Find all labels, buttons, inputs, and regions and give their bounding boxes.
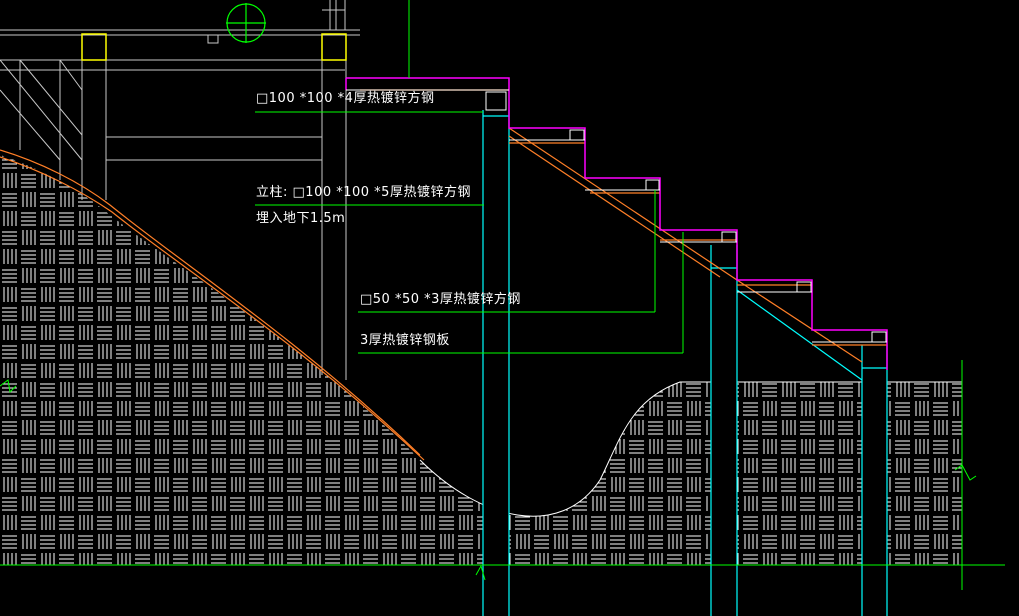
step-outlines bbox=[345, 77, 888, 370]
label-post-spec: 立柱: □100 *100 *5厚热镀锌方钢 bbox=[256, 185, 471, 200]
building-frame bbox=[0, 0, 360, 380]
label-small-tube: □50 *50 *3厚热镀锌方钢 bbox=[360, 292, 521, 307]
earth-fill bbox=[0, 155, 962, 565]
stringers bbox=[0, 89, 887, 461]
green-circle-marker bbox=[226, 3, 266, 43]
post-gaps bbox=[483, 380, 887, 570]
label-top-tube: □100 *100 *4厚热镀锌方钢 bbox=[256, 91, 435, 106]
steel-posts bbox=[482, 110, 888, 616]
yellow-blocks bbox=[81, 33, 347, 61]
step-treads bbox=[346, 89, 887, 343]
leader-lines bbox=[0, 0, 1005, 590]
label-steel-plate: 3厚热镀锌钢板 bbox=[360, 333, 450, 348]
label-post-depth: 埋入地下1.5m bbox=[256, 211, 346, 226]
